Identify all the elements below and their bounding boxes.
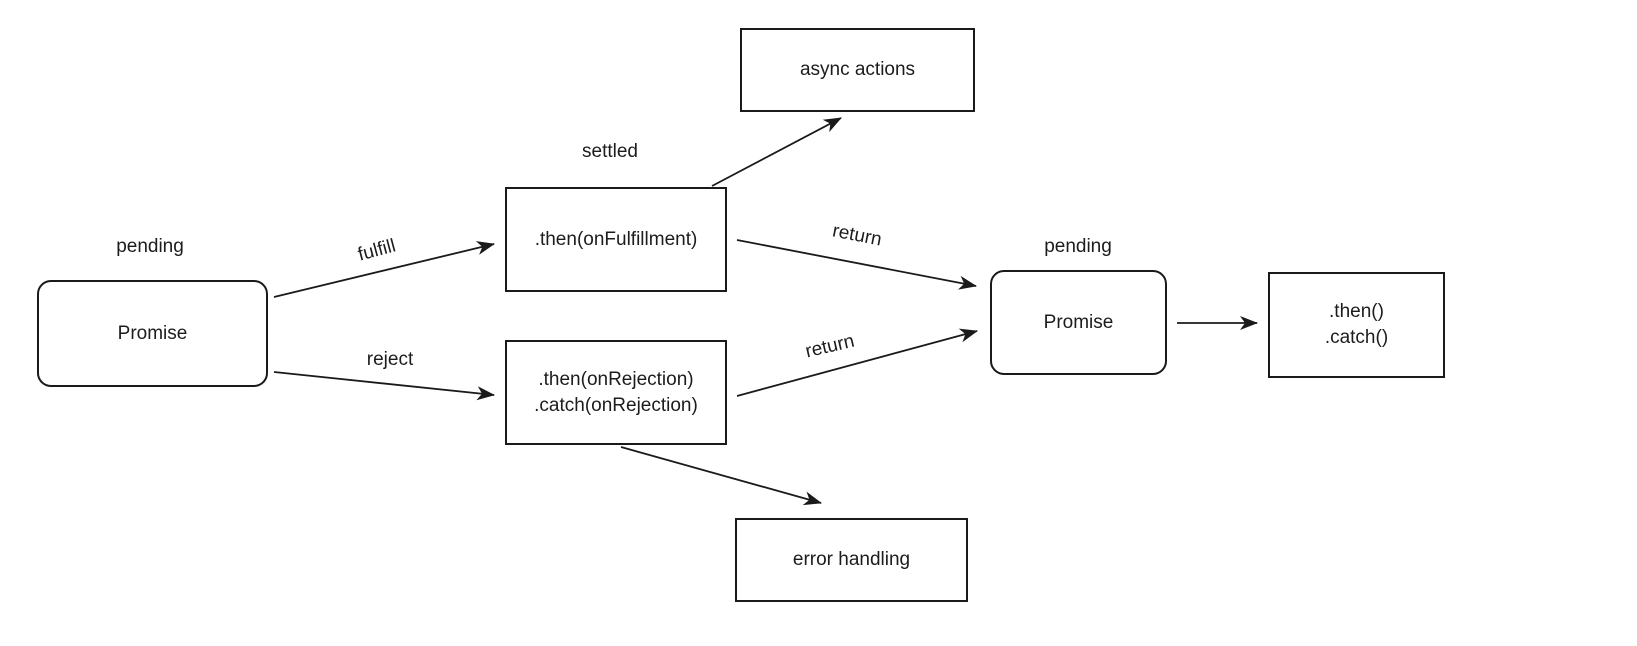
node-promise-left-label: Promise — [117, 322, 188, 344]
node-final-then-catch: .then() .catch() — [1268, 272, 1445, 378]
state-label-pending-right: pending — [1044, 236, 1112, 257]
node-rejection-handler: .then(onRejection) .catch(onRejection) — [505, 340, 727, 445]
node-rejection-handler-line2: .catch(onRejection) — [534, 394, 698, 416]
return-top-arrow — [736, 239, 977, 290]
fulfill-arrow — [273, 241, 495, 298]
node-promise-right: Promise — [990, 270, 1167, 375]
return-bottom-arrow — [736, 328, 978, 397]
node-fulfillment-handler: .then(onFulfillment) — [505, 187, 727, 292]
reject-arrow — [273, 371, 495, 401]
node-async-actions-label: async actions — [799, 59, 916, 80]
node-async-actions: async actions — [740, 28, 975, 112]
async-actions-arrow — [711, 117, 842, 187]
node-rejection-handler-line1: .then(onRejection) — [538, 368, 694, 390]
node-promise-left: Promise — [37, 280, 268, 387]
node-final-then-catch-line1: .then() — [1329, 301, 1384, 322]
node-fulfillment-handler-label: .then(onFulfillment) — [534, 228, 698, 250]
state-label-settled: settled — [582, 141, 638, 162]
node-final-then-catch-line2: .catch() — [1324, 327, 1389, 348]
node-error-handling-label: error handling — [792, 549, 911, 570]
state-label-pending-left: pending — [116, 236, 184, 257]
error-handling-arrow — [620, 446, 822, 506]
edge-label-reject: reject — [366, 349, 414, 370]
node-promise-right-label: Promise — [1043, 311, 1114, 333]
node-error-handling: error handling — [735, 518, 968, 602]
